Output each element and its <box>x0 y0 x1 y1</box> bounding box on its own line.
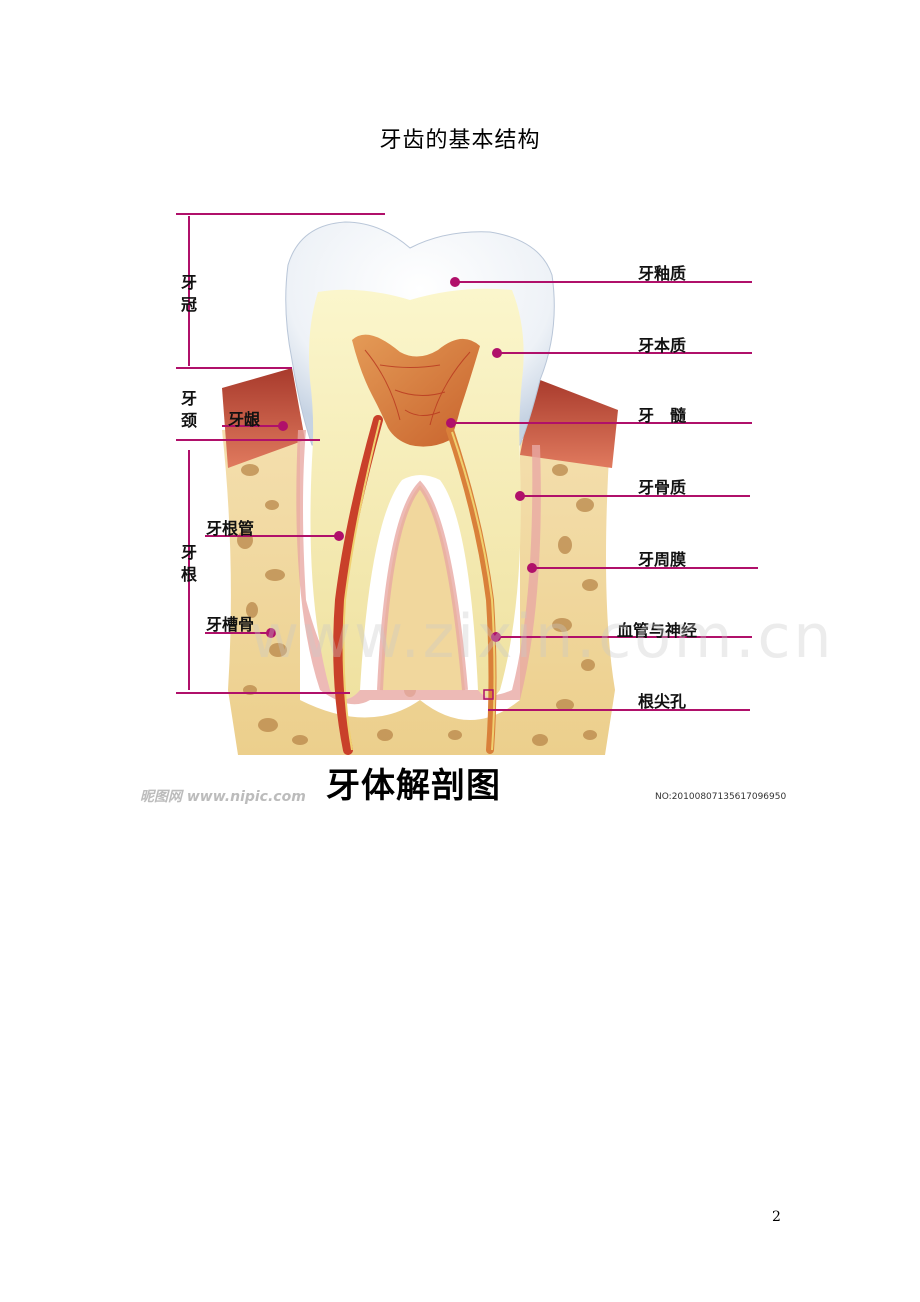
label-dentin: 牙本质 <box>638 336 687 355</box>
region-label-crown: 牙冠 <box>180 273 197 314</box>
watermark-nipic: 昵图网 www.nipic.com <box>140 789 306 805</box>
periodontal-membrane <box>296 430 541 705</box>
watermark-center: www.zixin.com.cn <box>250 602 835 672</box>
dentin <box>309 288 524 699</box>
gum-left <box>222 368 305 468</box>
nerve-right <box>451 431 496 751</box>
region-label-neck: 牙颈 <box>180 389 197 430</box>
root-canal-right <box>446 426 497 754</box>
inter-root-membrane <box>377 480 468 691</box>
right-leader-dots <box>446 277 537 700</box>
pulp-vessels <box>364 349 471 426</box>
label-cementum: 牙骨质 <box>638 478 687 497</box>
left-leader-lines <box>205 425 338 634</box>
label-enamel: 牙釉质 <box>638 264 687 283</box>
left-brackets <box>176 213 385 694</box>
label-root-canal: 牙根管 <box>206 519 255 538</box>
label-vessels-nerves: 血管与神经 <box>617 621 698 640</box>
page-title: 牙齿的基本结构 <box>379 128 541 153</box>
label-apical-foramen: 根尖孔 <box>638 692 687 711</box>
tooth-anatomy-figure: 牙冠 牙颈 牙根 牙龈 牙根管 牙槽骨 牙釉质 牙本质 牙 髓 牙骨质 牙周膜 … <box>140 213 835 806</box>
figure-title: 牙体解剖图 <box>326 766 501 806</box>
left-leader-dots <box>266 421 344 638</box>
root-canal-left <box>333 415 383 755</box>
pulp-chamber <box>352 334 480 447</box>
right-leader-lines <box>451 281 758 711</box>
page-number: 2 <box>772 1209 781 1225</box>
tooth-diagram <box>176 213 758 755</box>
label-pulp: 牙 髓 <box>638 406 687 425</box>
image-id: NO:20100807135617096950 <box>655 792 787 802</box>
inter-root-bone <box>380 485 465 690</box>
label-gum: 牙龈 <box>228 410 261 429</box>
nerve-left <box>342 419 381 751</box>
label-periodontal-membrane: 牙周膜 <box>638 550 687 569</box>
label-alveolar-bone: 牙槽骨 <box>206 615 255 634</box>
region-label-root: 牙根 <box>180 543 197 584</box>
